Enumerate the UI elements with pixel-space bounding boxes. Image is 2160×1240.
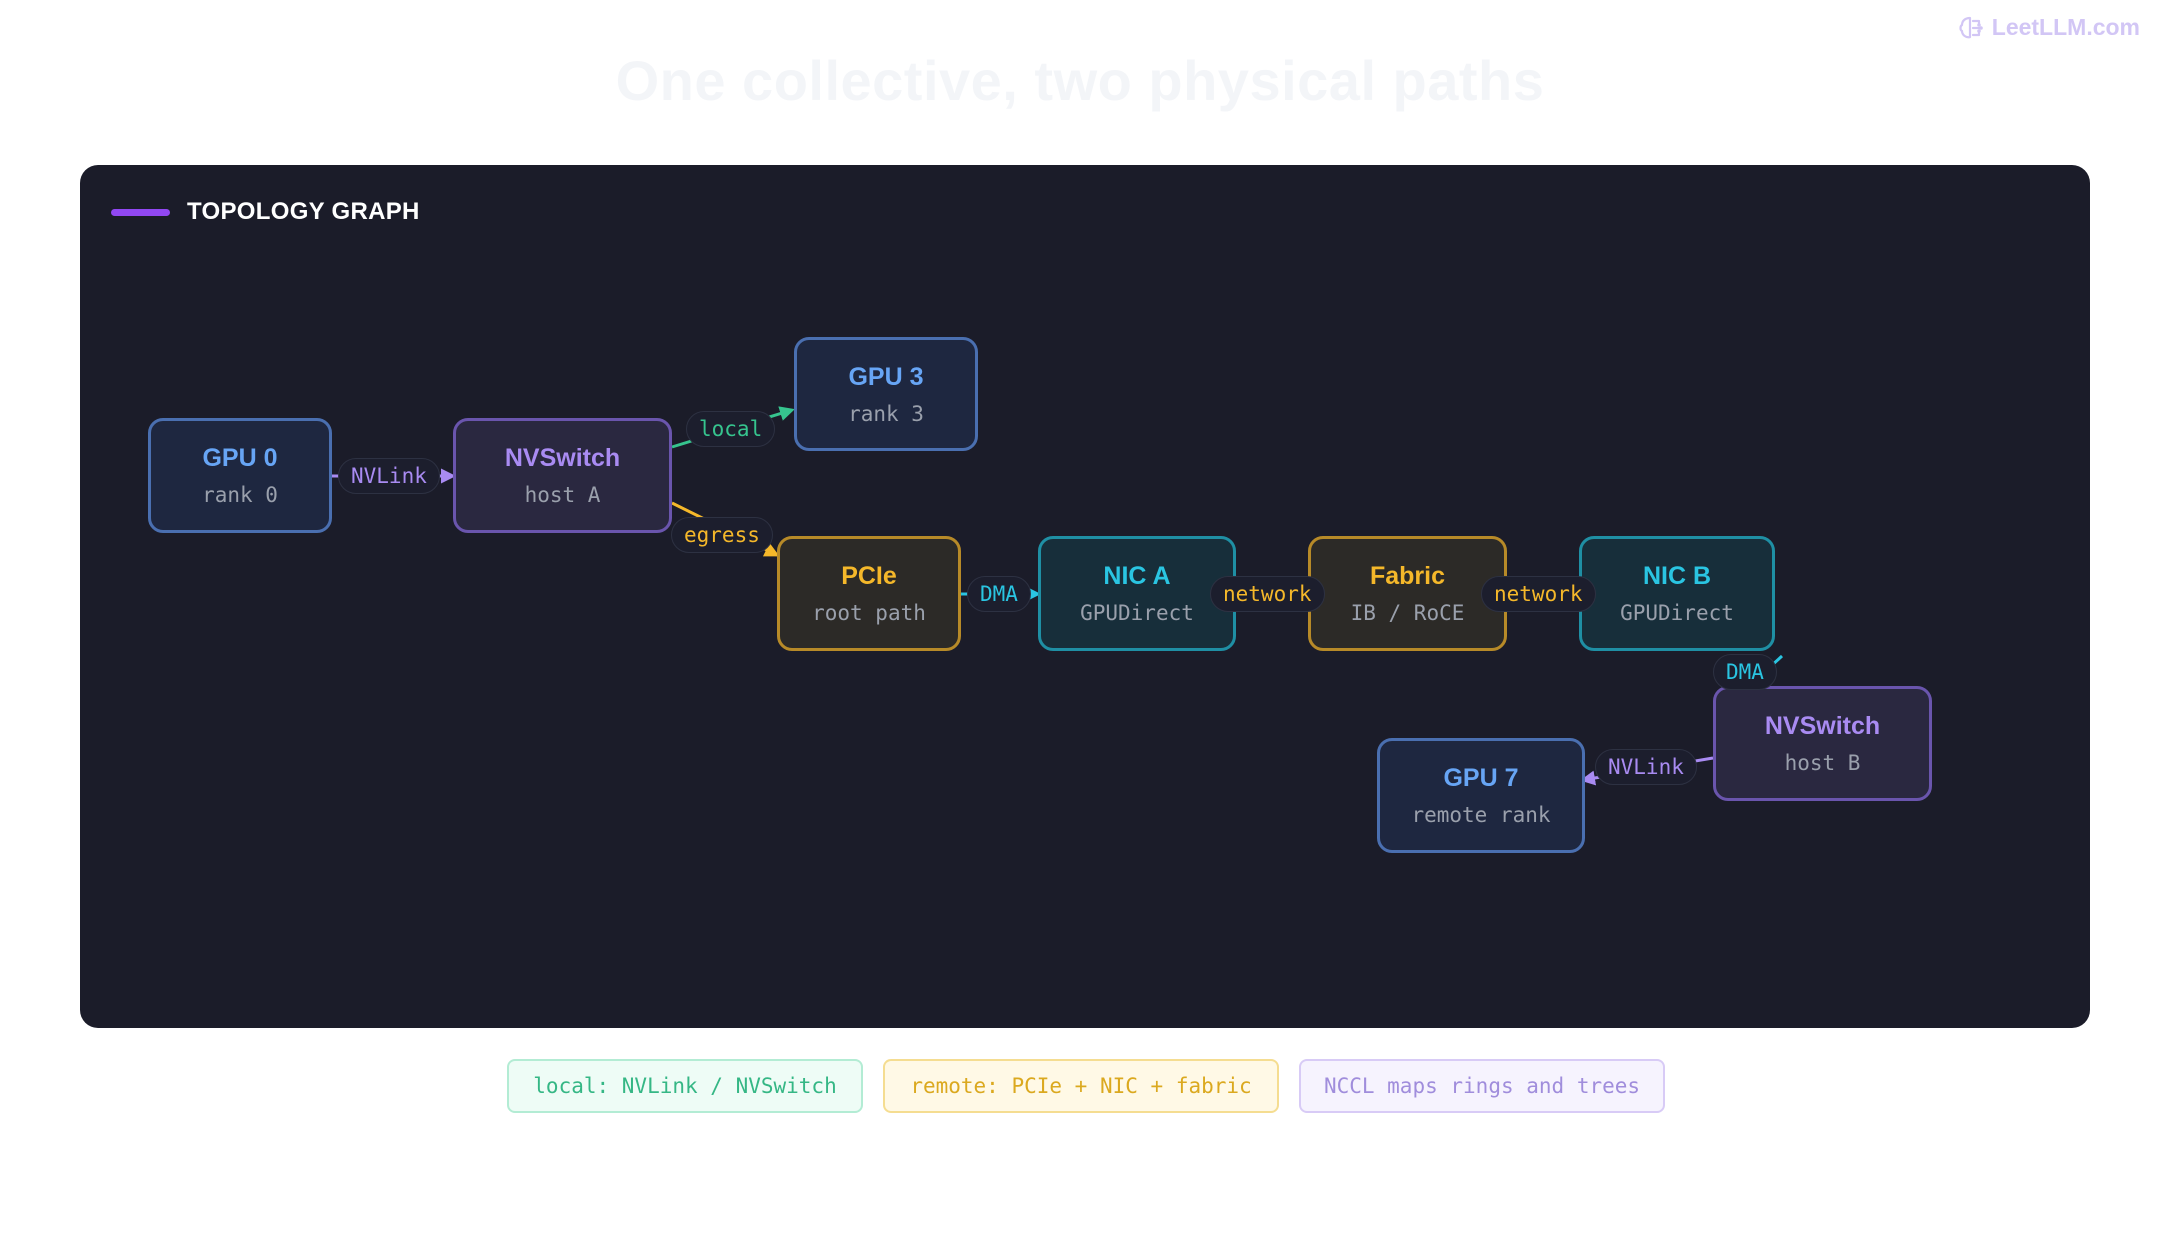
- legend-remote: remote: PCIe + NIC + fabric: [883, 1059, 1279, 1113]
- brand-text: LeetLLM.com: [1991, 14, 2140, 40]
- brain-circuit-icon: [1959, 16, 1983, 38]
- panel-accent-bar: [111, 208, 170, 216]
- edge-label-nvlink-a: NVLink: [338, 458, 440, 494]
- topology-panel: TOPOLOGY GRAPH GPU 0 rank 0 NVSwitch hos…: [80, 165, 2090, 1028]
- node-nvswitch-host-a[interactable]: NVSwitch host A: [453, 418, 672, 533]
- node-subtitle: GPUDirect: [1080, 601, 1194, 625]
- legend-nccl: NCCL maps rings and trees: [1299, 1059, 1665, 1113]
- node-gpu-7[interactable]: GPU 7 remote rank: [1377, 738, 1585, 853]
- node-pcie[interactable]: PCIe root path: [777, 536, 961, 651]
- edge-label-local: local: [686, 411, 776, 447]
- node-title: NVSwitch: [1764, 712, 1881, 740]
- node-title: PCIe: [841, 562, 897, 590]
- node-subtitle: root path: [812, 601, 926, 625]
- node-subtitle: IB / RoCE: [1350, 601, 1465, 625]
- node-subtitle: rank 0: [202, 483, 278, 507]
- node-nic-a[interactable]: NIC A GPUDirect: [1038, 536, 1236, 651]
- node-subtitle: host A: [524, 483, 601, 507]
- brand[interactable]: LeetLLM.com: [1958, 14, 2140, 41]
- node-fabric[interactable]: Fabric IB / RoCE: [1308, 536, 1507, 651]
- node-nic-b[interactable]: NIC B GPUDirect: [1579, 536, 1775, 651]
- node-subtitle: rank 3: [848, 401, 924, 426]
- edge-label-dma-b: DMA: [1713, 654, 1777, 690]
- node-subtitle: host B: [1784, 751, 1861, 775]
- node-title: Fabric: [1369, 562, 1446, 590]
- edge-label-dma-a: DMA: [967, 576, 1031, 612]
- node-gpu-3[interactable]: GPU 3 rank 3: [794, 337, 978, 451]
- edge-label-egress: egress: [671, 517, 773, 553]
- node-title: GPU 0: [202, 444, 278, 472]
- legend-local: local: NVLink / NVSwitch: [507, 1059, 863, 1113]
- node-title: GPU 3: [848, 362, 924, 391]
- panel-header: TOPOLOGY GRAPH: [111, 198, 420, 226]
- node-subtitle: GPUDirect: [1620, 601, 1734, 625]
- node-gpu-0[interactable]: GPU 0 rank 0: [148, 418, 332, 533]
- node-title: NVSwitch: [504, 444, 621, 472]
- panel-label: TOPOLOGY GRAPH: [187, 198, 420, 225]
- node-title: NIC A: [1103, 562, 1171, 590]
- node-title: NIC B: [1642, 562, 1712, 590]
- edge-label-nvlink-b: NVLink: [1595, 749, 1697, 785]
- edge-label-network-b: network: [1481, 576, 1596, 612]
- edge-label-network-a: network: [1210, 576, 1325, 612]
- page-title: One collective, two physical paths: [615, 49, 1545, 112]
- node-nvswitch-host-b[interactable]: NVSwitch host B: [1713, 686, 1932, 801]
- node-subtitle: remote rank: [1411, 803, 1551, 827]
- node-title: GPU 7: [1443, 764, 1519, 792]
